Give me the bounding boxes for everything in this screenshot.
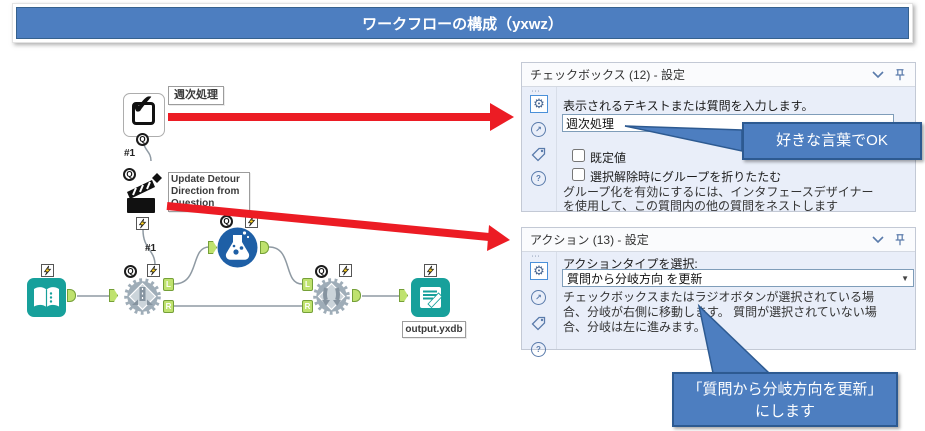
settings-gear-icon[interactable]: ⚙ — [530, 262, 548, 280]
right-output-anchor: R — [163, 300, 174, 313]
title-bar: ワークフローの構成（yxwz） — [16, 7, 909, 39]
lightning-anchor — [424, 264, 437, 277]
question-anchor: Q — [136, 133, 149, 146]
flask-tool[interactable] — [217, 227, 258, 268]
output-anchor — [352, 289, 361, 302]
action-type-dropdown[interactable]: 質問から分岐方向 を更新 ▼ — [562, 269, 914, 287]
right-input-anchor: R — [302, 300, 313, 313]
run-arrow-icon[interactable]: ↗ — [531, 122, 546, 137]
lightning-anchor — [41, 264, 54, 277]
checkbox-panel-header: チェックボックス (12) - 設定 — [522, 63, 915, 87]
more-dots-icon[interactable]: ⋯ — [531, 86, 541, 96]
action-panel-header: アクション (13) - 設定 — [522, 228, 915, 252]
lightning-anchor — [245, 215, 258, 228]
red-arrow-to-checkbox-panel — [168, 103, 514, 131]
checkbox-tool-annotation: 週次処理 — [168, 86, 224, 105]
checkbox-outline-icon — [132, 102, 155, 125]
checkbox-tip-callout: 好きな言葉でOK — [742, 122, 922, 160]
tag-icon[interactable] — [531, 147, 546, 162]
run-arrow-icon[interactable]: ↗ — [531, 290, 546, 305]
chevron-down-icon[interactable] — [872, 235, 884, 245]
prompt-label: 表示されるテキストまたは質問を入力します。 — [563, 99, 814, 113]
question-anchor: Q — [124, 265, 137, 278]
action-tool-annotation: Update Detour Direction from Question — [168, 172, 250, 212]
output-anchor — [67, 289, 76, 302]
lightning-anchor — [147, 264, 160, 277]
output-data-tool[interactable] — [411, 278, 450, 317]
detour-tool[interactable] — [124, 278, 161, 315]
connection-label-2: #1 — [145, 243, 157, 254]
left-output-anchor: L — [163, 278, 174, 291]
action-tool[interactable] — [122, 171, 162, 215]
left-input-anchor: L — [302, 278, 313, 291]
default-value-label: 既定値 — [590, 151, 627, 165]
action-tip-line2: にします — [754, 403, 815, 420]
output-tool-annotation: output.yxdb — [402, 321, 466, 338]
chevron-down-icon[interactable] — [872, 70, 884, 80]
checkbox-tool[interactable]: ✔ — [123, 89, 165, 137]
page-title: ワークフローの構成（yxwz） — [362, 15, 563, 33]
more-dots-icon[interactable]: ⋯ — [531, 251, 541, 261]
action-panel-title: アクション (13) - 設定 — [530, 233, 649, 247]
pin-icon[interactable] — [893, 67, 907, 83]
question-anchor: Q — [123, 168, 136, 181]
checkmark-icon: ✔ — [131, 89, 155, 120]
book-icon — [34, 287, 59, 307]
lightning-anchor — [136, 217, 149, 230]
dropdown-caret-icon: ▼ — [901, 273, 909, 283]
input-data-tool[interactable] — [27, 278, 66, 317]
title-bar-frame: ワークフローの構成（yxwz） — [12, 3, 913, 43]
detour-end-tool[interactable] — [313, 278, 350, 315]
action-tip-callout: 「質問から分岐方向を更新」 にします — [672, 372, 898, 427]
flask-icon — [217, 227, 258, 268]
lightning-anchor — [339, 264, 352, 277]
default-value-checkbox[interactable] — [572, 149, 585, 162]
action-note-line3: 合、分岐は左に進みます。 — [563, 320, 706, 334]
action-tip-line1: 「質問から分岐方向を更新」 — [687, 381, 883, 398]
settings-gear-icon[interactable]: ⚙ — [530, 95, 548, 113]
action-settings-panel: アクション (13) - 設定 ⋯ ⚙ ↗ ? アクションタイプを選択: 質問か… — [521, 227, 916, 357]
pin-icon[interactable] — [893, 232, 907, 248]
collapse-group-checkbox[interactable] — [572, 168, 585, 181]
tag-icon[interactable] — [531, 316, 546, 331]
question-anchor: Q — [315, 265, 328, 278]
input-anchor — [208, 241, 217, 254]
help-icon[interactable]: ? — [531, 171, 546, 186]
action-note-line1: チェックボックスまたはラジオボタンが選択されている場 — [563, 290, 875, 304]
input-anchor — [399, 289, 408, 302]
action-note-line2: 合、分岐が右側に移動します。 質問が選択されていない場 — [563, 305, 877, 319]
input-anchor — [109, 289, 118, 302]
collapse-group-label: 選択解除時にグループを折りたたむ — [590, 170, 782, 184]
group-note-line1: グループ化を有効にするには、インタフェースデザイナー — [563, 185, 874, 199]
clapperboard-icon — [127, 173, 162, 213]
action-type-value: 質問から分岐方向 を更新 — [567, 271, 703, 286]
action-panel-sidebar: ⋯ ⚙ ↗ ? — [522, 251, 557, 357]
detour-end-gear-icon — [313, 278, 350, 315]
detour-gear-icon — [124, 278, 161, 315]
checkbox-panel-title: チェックボックス (12) - 設定 — [530, 68, 685, 82]
help-icon[interactable]: ? — [531, 342, 546, 357]
action-type-label: アクションタイプを選択: — [563, 257, 698, 271]
question-anchor: Q — [220, 215, 233, 228]
output-anchor — [260, 241, 269, 254]
checkbox-panel-sidebar: ⋯ ⚙ ↗ ? — [522, 86, 557, 211]
group-note-line2: を使用して、この質問内の他の質問をネストします — [563, 199, 839, 213]
document-pencil-icon — [420, 287, 443, 309]
connection-label-1: #1 — [124, 148, 136, 159]
